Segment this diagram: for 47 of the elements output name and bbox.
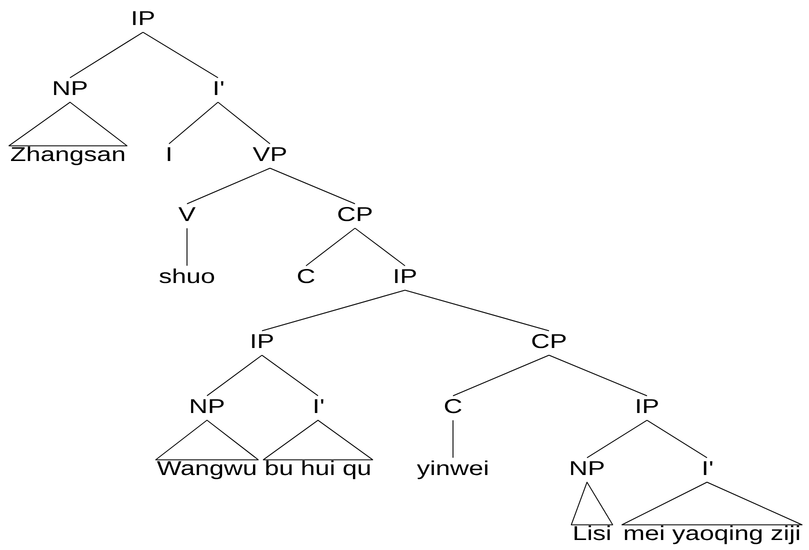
leaf-word: Wangwu [157,461,256,480]
branch-line [262,354,318,396]
branch-line [206,354,262,396]
triangle-branch [570,482,614,526]
leaf-word: bu hui qu [266,460,370,480]
category-label: NP [54,81,87,95]
leaf-word: shuo [160,268,214,284]
category-label: NP [571,461,604,475]
category-label: IP [395,269,416,283]
branch-line [354,228,406,266]
category-label: IP [252,334,273,348]
category-label: C [444,399,462,414]
category-label: I' [314,399,324,413]
branch-line [646,420,708,458]
branch-line [70,32,144,78]
leaf-word: C [298,269,314,284]
triangle-branch [621,482,803,526]
branch-line [404,290,550,332]
branch-line [270,168,356,204]
branch-line [186,228,188,266]
leaf-word: Lisi [574,526,610,540]
category-label: I' [214,81,224,95]
category-label: VP [252,147,286,161]
leaf-word: yinwei [416,460,488,480]
category-label: CP [532,334,566,348]
branch-line [452,420,454,458]
triangle-branch [8,102,128,146]
branch-line [168,102,218,144]
category-label: V [178,207,196,221]
branch-line [186,168,270,204]
leaf-word: Zhangsan [11,146,124,166]
branch-line [262,290,406,332]
triangle-branch [155,420,259,460]
branch-line [586,420,648,458]
branch-line [548,354,648,396]
category-label: CP [338,207,372,222]
category-label: NP [191,399,224,413]
branch-line [218,102,270,144]
category-label: IP [637,399,658,413]
branch-line [306,228,356,266]
leaf-word: mei yaoqing ziji [624,526,800,544]
category-label: I' [704,461,712,475]
leaf-word: I [168,147,170,161]
branch-line [142,32,218,78]
triangle-branch [262,420,374,460]
branch-line [452,354,550,396]
category-label: IP [133,11,154,25]
